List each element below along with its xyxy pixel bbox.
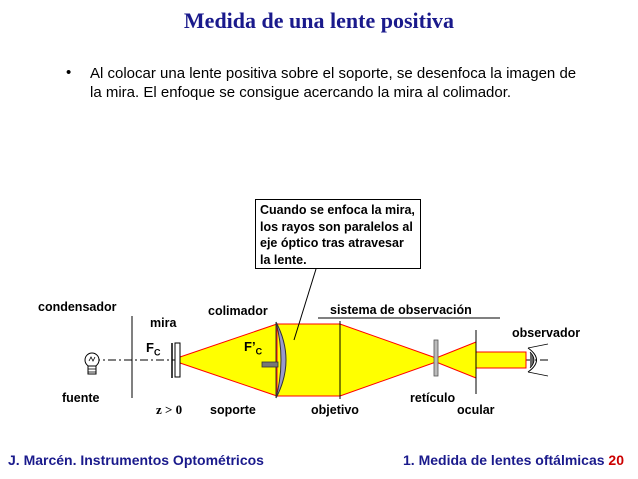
label-mira: mira bbox=[150, 316, 177, 330]
bullet-marker: • bbox=[66, 64, 72, 81]
mira-element bbox=[174, 342, 181, 378]
beam-to-eye bbox=[475, 351, 527, 369]
label-colimador: colimador bbox=[208, 304, 268, 318]
label-ocular: ocular bbox=[457, 403, 495, 417]
leader-callout bbox=[293, 268, 317, 341]
label-sistema: sistema de observación bbox=[330, 303, 472, 317]
reticulo-element bbox=[433, 339, 439, 377]
page-title: Medida de una lente positiva bbox=[183, 8, 455, 33]
page-number: 20 bbox=[608, 452, 624, 468]
eye-icon bbox=[527, 343, 549, 377]
footer-section: 1. Medida de lentes oftálmicas 20 bbox=[403, 452, 624, 468]
footer-section-title: 1. Medida de lentes oftálmicas bbox=[403, 452, 605, 468]
label-fc-main: F bbox=[146, 340, 154, 355]
label-z: z > 0 bbox=[156, 402, 183, 417]
soporte-element bbox=[261, 361, 279, 368]
label-fc: FC bbox=[146, 340, 160, 358]
label-fpc-main: F’ bbox=[244, 339, 256, 354]
callout-box: Cuando se enfoca la mira, los rayos son … bbox=[255, 199, 421, 269]
label-reticulo: retículo bbox=[410, 391, 456, 405]
beam-diverging bbox=[179, 323, 278, 397]
beam-ocular bbox=[435, 341, 477, 379]
label-objetivo: objetivo bbox=[311, 403, 359, 417]
lightbulb-icon bbox=[84, 352, 100, 375]
label-condensador: condensador bbox=[38, 300, 117, 314]
label-fpc: F’C bbox=[244, 339, 262, 357]
label-observador: observador bbox=[512, 326, 581, 340]
label-fc-sub: C bbox=[153, 347, 161, 358]
label-fuente: fuente bbox=[62, 391, 100, 405]
label-soporte: soporte bbox=[210, 403, 256, 417]
label-fpc-sub: C bbox=[255, 346, 263, 357]
bullet-text: Al colocar una lente positiva sobre el s… bbox=[90, 65, 577, 101]
footer-author: J. Marcén. Instrumentos Optométricos bbox=[8, 452, 264, 468]
beam-parallel bbox=[276, 323, 437, 397]
